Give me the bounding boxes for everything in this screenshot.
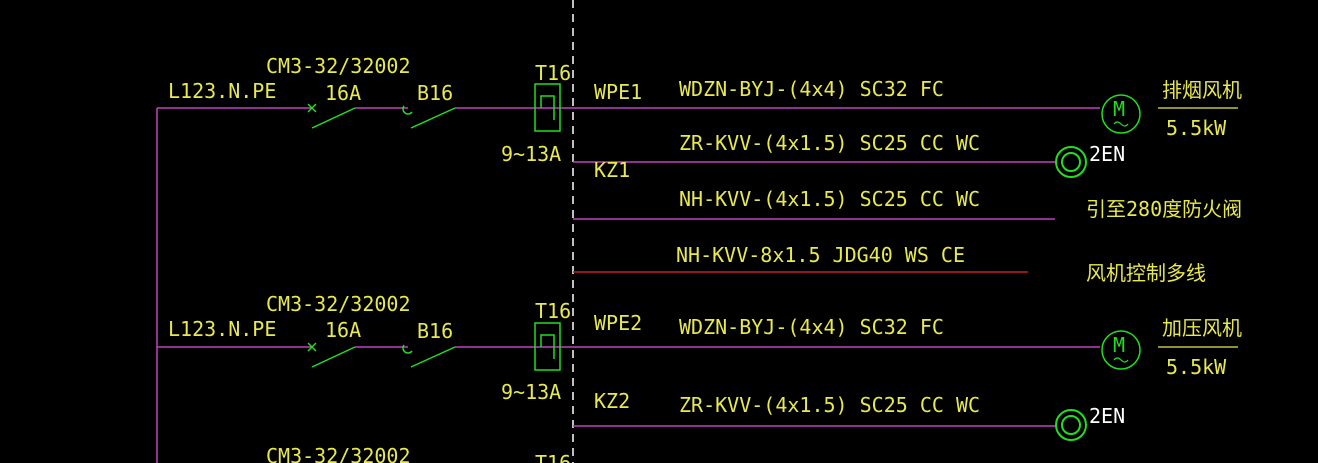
thermal-relay-element	[540, 95, 555, 120]
switch-contact	[402, 105, 413, 115]
motor-tilde	[1113, 357, 1129, 363]
line-kz2: KZ2 ZR-KVV-(4x1.5) SC25 CC WC 2EN	[573, 389, 1125, 441]
cable-spec-label: ZR-KVV-(4x1.5) SC25 CC WC	[679, 393, 980, 417]
load-power-label: 5.5kW	[1166, 116, 1227, 140]
breaker-cross	[307, 103, 317, 113]
circuit-1: CM3-32/32002 L123.N.PE 16A B16 T16 9~13A	[157, 54, 1100, 166]
load-name-label: 引至280度防火阀	[1086, 197, 1242, 221]
switch-label: B16	[417, 81, 453, 105]
switch-contact	[402, 344, 413, 354]
breaker-model-label: CM3-32/32002	[266, 444, 411, 463]
breaker-model-label: CM3-32/32002	[266, 292, 411, 316]
thermal-relay-element	[540, 334, 555, 359]
motor-symbol: M	[1113, 97, 1125, 121]
motor-icon	[1101, 94, 1141, 134]
load-name-label: 排烟风机	[1162, 78, 1242, 102]
line-fire-damper: NH-KVV-(4x1.5) SC25 CC WC 引至280度防火阀	[573, 187, 1242, 221]
breaker-rating-label: 16A	[325, 318, 361, 342]
motor-tilde	[1113, 121, 1129, 127]
breaker-cross	[307, 342, 317, 352]
cable-spec-label: WDZN-BYJ-(4x4) SC32 FC	[679, 77, 944, 101]
line-code-label: KZ2	[594, 389, 630, 413]
thermal-relay-box	[534, 322, 561, 371]
cable-spec-label: NH-KVV-8x1.5 JDG40 WS CE	[676, 243, 965, 267]
bus-label: L123.N.PE	[168, 317, 276, 341]
load-power-label: 5.5kW	[1166, 355, 1227, 379]
cable-spec-label: NH-KVV-(4x1.5) SC25 CC WC	[679, 187, 980, 211]
line-code-label: WPE1	[594, 80, 642, 104]
switch-label: B16	[417, 319, 453, 343]
breaker-model-label: CM3-32/32002	[266, 54, 411, 78]
motor-icon	[1101, 330, 1141, 370]
load-name-label: 2EN	[1089, 404, 1125, 428]
bus-label: L123.N.PE	[168, 79, 276, 103]
double-circle-inner	[1061, 415, 1081, 435]
thermal-relay-box	[534, 83, 561, 132]
relay-label: T16	[535, 451, 571, 463]
load-name-label: 加压风机	[1162, 316, 1242, 340]
cable-spec-label: ZR-KVV-(4x1.5) SC25 CC WC	[679, 131, 980, 155]
breaker-blade	[311, 107, 356, 129]
load-name-label: 2EN	[1089, 142, 1125, 166]
line-kz1: KZ1 ZR-KVV-(4x1.5) SC25 CC WC 2EN	[573, 131, 1125, 182]
breaker-rating-label: 16A	[325, 81, 361, 105]
switch-blade	[410, 107, 456, 129]
cable-spec-label: WDZN-BYJ-(4x4) SC32 FC	[679, 315, 944, 339]
circuit-3: CM3-32/32002 T16	[266, 444, 571, 463]
load-name-label: 风机控制多线	[1086, 261, 1206, 285]
double-circle-inner	[1061, 152, 1081, 172]
double-circle-icon	[1055, 146, 1087, 178]
breaker-blade	[311, 346, 356, 368]
relay-label: T16	[535, 299, 571, 323]
circuit-2: CM3-32/32002 L123.N.PE 16A B16 T16 9~13A	[157, 292, 1100, 404]
line-code-label: WPE2	[594, 311, 642, 335]
line-code-label: KZ1	[594, 158, 630, 182]
double-circle-icon	[1055, 409, 1087, 441]
relay-range-label: 9~13A	[501, 142, 561, 166]
line-wpe2: WPE2 WDZN-BYJ-(4x4) SC32 FC M 加压风机 5.5kW	[594, 311, 1242, 379]
motor-symbol: M	[1113, 333, 1125, 357]
switch-blade	[410, 346, 456, 368]
relay-label: T16	[535, 61, 571, 85]
line-wpe1: WPE1 WDZN-BYJ-(4x4) SC32 FC M 排烟风机 5.5kW	[594, 77, 1242, 140]
line-fan-control: NH-KVV-8x1.5 JDG40 WS CE 风机控制多线	[573, 243, 1206, 285]
relay-range-label: 9~13A	[501, 380, 561, 404]
